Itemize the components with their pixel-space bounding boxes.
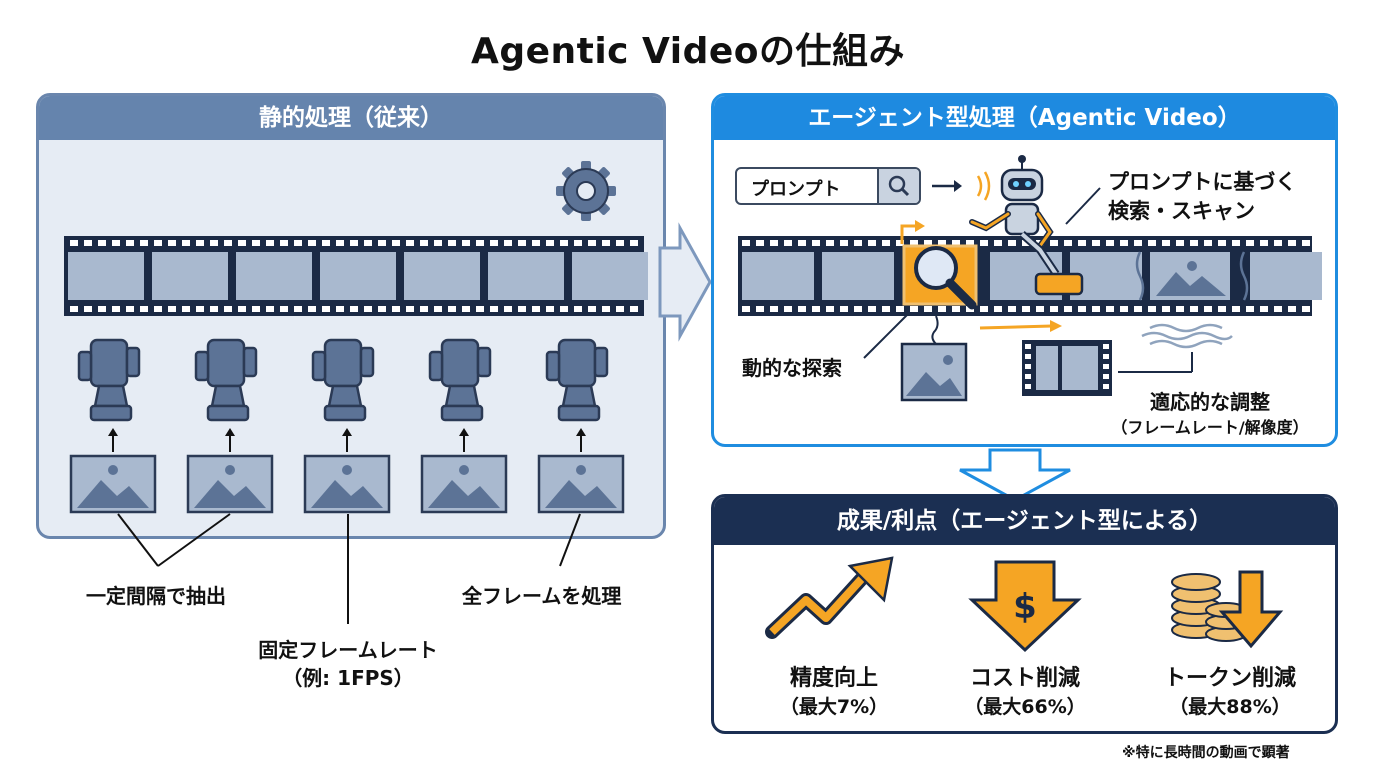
wave-icon bbox=[976, 175, 983, 197]
search-icon bbox=[888, 175, 910, 197]
result-label-tokens: トークン削減 bbox=[1163, 666, 1296, 691]
film-frame bbox=[488, 252, 564, 300]
image-icon bbox=[420, 454, 508, 514]
footnote: ※特に長時間の動画で顕著 bbox=[1122, 745, 1290, 761]
adaptive-label: 適応的な調整 bbox=[1150, 390, 1270, 414]
film-frame bbox=[68, 252, 144, 300]
arrow-up-icon bbox=[342, 428, 352, 452]
static-panel-header: 静的処理（従来） bbox=[39, 96, 663, 140]
gear-icon bbox=[556, 161, 616, 221]
prompt-search-box[interactable]: プロンプト bbox=[735, 167, 921, 205]
camera-icon bbox=[194, 338, 258, 422]
film-frame bbox=[572, 252, 648, 300]
film-frame bbox=[236, 252, 312, 300]
arrow-up-icon bbox=[108, 428, 118, 452]
image-icon bbox=[900, 342, 968, 402]
prompt-search-label-2: 検索・スキャン bbox=[1108, 199, 1255, 223]
film-frame bbox=[404, 252, 480, 300]
arrow-up-icon bbox=[576, 428, 586, 452]
camera-icon bbox=[545, 338, 609, 422]
agentic-panel-header: エージェント型処理（Agentic Video） bbox=[714, 96, 1335, 140]
camera-icon bbox=[311, 338, 375, 422]
result-sub-tokens: （最大88%） bbox=[1169, 696, 1291, 718]
film-frame bbox=[822, 252, 894, 300]
film-frame bbox=[742, 252, 814, 300]
all-frames-label: 全フレームを処理 bbox=[462, 584, 622, 608]
fixed-rate-example-label: （例: 1FPS） bbox=[282, 666, 414, 690]
trend-up-icon bbox=[765, 556, 894, 639]
adaptive-sub-label: （フレームレート/解像度） bbox=[1111, 418, 1309, 437]
fixed-rate-label: 固定フレームレート bbox=[258, 638, 438, 662]
result-sub-accuracy: （最大7%） bbox=[779, 696, 889, 718]
arrow-up-icon bbox=[459, 428, 469, 452]
film-strip-icon bbox=[738, 236, 1322, 316]
robot-icon bbox=[969, 155, 1084, 296]
image-icon bbox=[186, 454, 274, 514]
image-icon bbox=[537, 454, 625, 514]
search-button[interactable] bbox=[877, 169, 919, 203]
connector-lines bbox=[117, 513, 581, 624]
svg-text:$: $ bbox=[1013, 587, 1037, 627]
result-label-cost: コスト削減 bbox=[969, 666, 1080, 691]
film-strip-icon bbox=[1022, 340, 1112, 396]
prompt-search-label-1: プロンプトに基づく bbox=[1108, 170, 1297, 194]
result-label-accuracy: 精度向上 bbox=[789, 666, 878, 691]
film-frame bbox=[1250, 252, 1322, 300]
results-panel-header: 成果/利点（エージェント型による） bbox=[714, 497, 1335, 545]
film-strip-icon bbox=[64, 236, 648, 316]
interval-extract-label: 一定間隔で抽出 bbox=[86, 584, 226, 608]
page-title: Agentic Videoの仕組み bbox=[470, 31, 906, 72]
dynamic-search-label: 動的な探索 bbox=[742, 356, 842, 380]
result-sub-cost: （最大66%） bbox=[964, 696, 1086, 718]
camera-icon bbox=[428, 338, 492, 422]
image-icon bbox=[303, 454, 391, 514]
wave-icon bbox=[1149, 323, 1223, 333]
dollar-down-icon: $ bbox=[968, 560, 1082, 653]
image-icon bbox=[69, 454, 157, 514]
magnifier-icon bbox=[914, 246, 977, 310]
arrow-up-icon bbox=[225, 428, 235, 452]
film-frame bbox=[320, 252, 396, 300]
prompt-search-text: プロンプト bbox=[751, 179, 841, 200]
arrow-down-icon bbox=[959, 448, 1071, 502]
film-frame bbox=[152, 252, 228, 300]
coins-down-icon bbox=[1171, 570, 1284, 649]
arrow-right-icon bbox=[658, 222, 712, 342]
camera-icon bbox=[77, 338, 141, 422]
